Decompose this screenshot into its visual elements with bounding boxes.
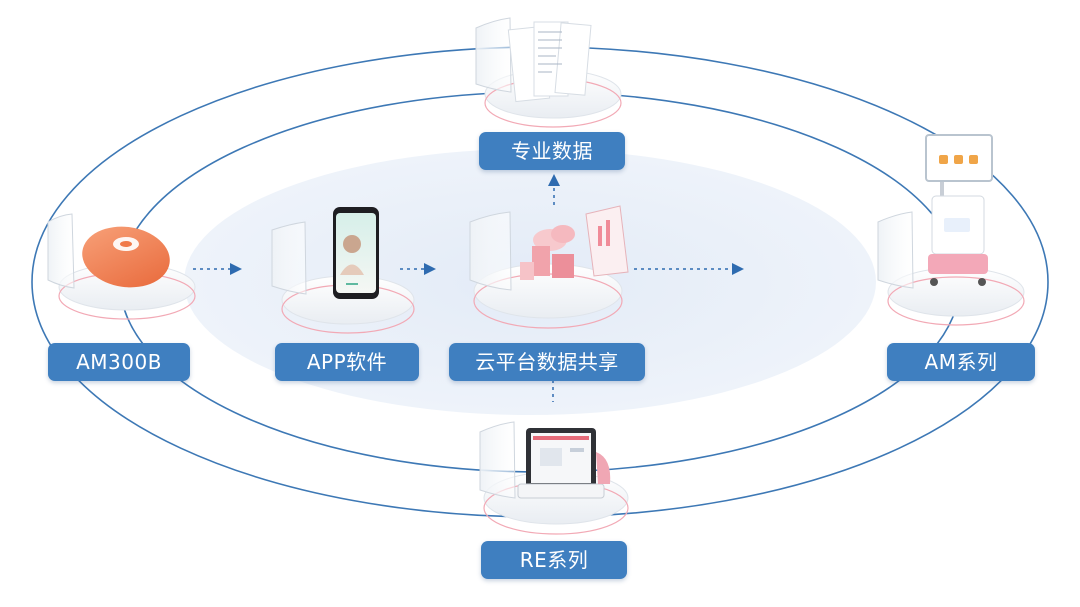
re-series-station [479, 421, 629, 535]
am300b-label: AM300B [48, 343, 190, 381]
cloud-server-blocks [532, 246, 550, 276]
professional-data-label: 专业数据 [479, 132, 625, 170]
re-series-label: RE系列 [481, 541, 627, 579]
flow-arrows [193, 174, 744, 402]
am300b-station [47, 213, 196, 320]
am-series-station [877, 134, 1025, 326]
cloud-platform-label: 云平台数据共享 [449, 343, 645, 381]
am300b-device [82, 226, 170, 288]
professional-data-station [475, 17, 622, 128]
am-series-label: AM系列 [887, 343, 1035, 381]
app-software-label: APP软件 [275, 343, 419, 381]
cloud-station [469, 205, 629, 329]
app-station [271, 207, 415, 334]
